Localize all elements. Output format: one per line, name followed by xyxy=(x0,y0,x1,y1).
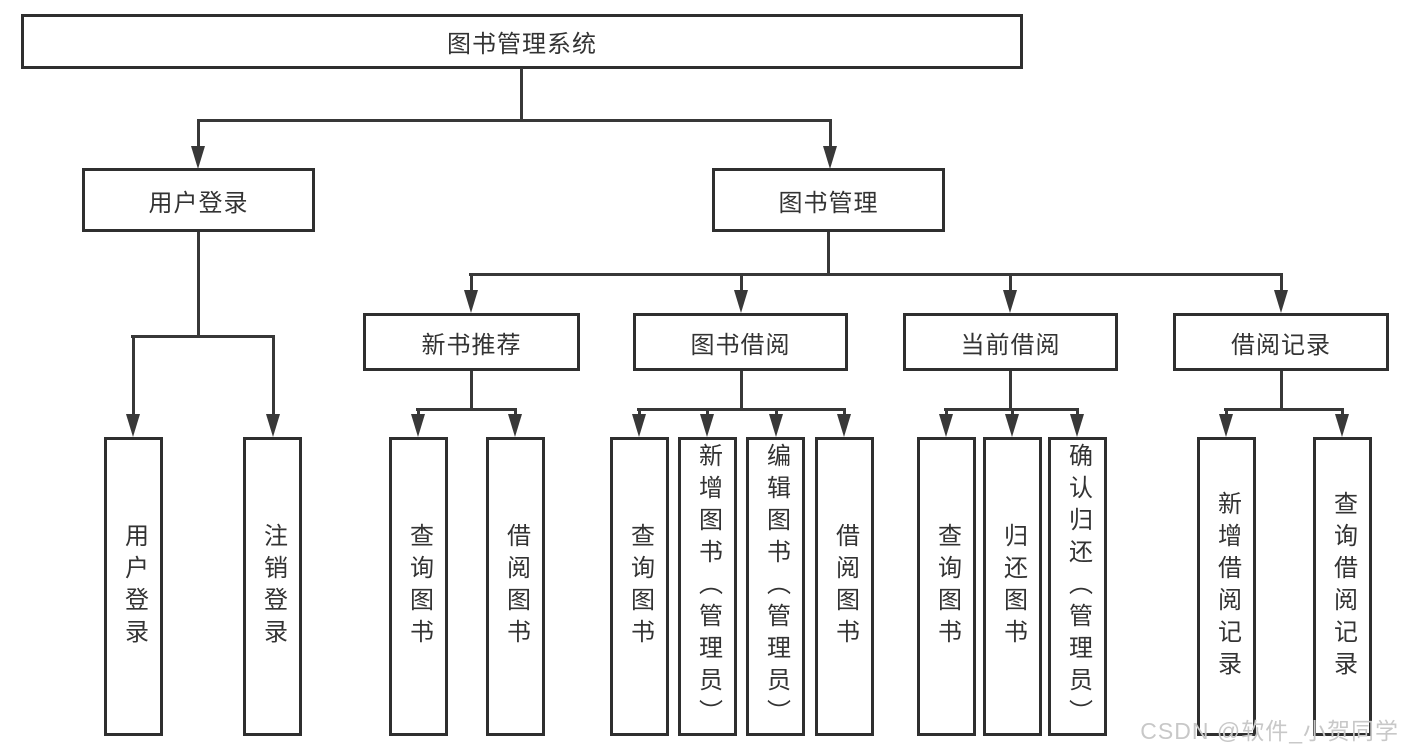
arrow-down xyxy=(769,414,783,437)
connector-line xyxy=(197,119,200,149)
leaf-edit-book-admin: 编辑图书（管理员） xyxy=(746,437,805,736)
node-book-borrowing: 图书借阅 xyxy=(633,313,848,371)
node-borrowing-records: 借阅记录 xyxy=(1173,313,1389,371)
node-book-management: 图书管理 xyxy=(712,168,945,232)
connector-line xyxy=(827,232,830,273)
connector-line xyxy=(469,273,1282,276)
arrow-down xyxy=(1274,290,1288,313)
connector-line xyxy=(1009,371,1012,408)
arrow-down xyxy=(266,414,280,437)
connector-line xyxy=(470,371,473,408)
arrow-down xyxy=(700,414,714,437)
connector-line xyxy=(1280,273,1283,293)
leaf-add-borrow-record: 新增借阅记录 xyxy=(1197,437,1256,736)
arrow-down xyxy=(939,414,953,437)
connector-line xyxy=(945,408,948,417)
connector-line xyxy=(416,408,517,411)
connector-line xyxy=(740,273,743,293)
connector-line xyxy=(514,408,517,417)
leaf-return-books: 归还图书 xyxy=(983,437,1042,736)
node-current-borrowing: 当前借阅 xyxy=(903,313,1118,371)
leaf-user-login: 用户登录 xyxy=(104,437,163,736)
connector-line xyxy=(272,335,275,416)
arrow-down xyxy=(823,146,837,169)
leaf-query-borrow-record: 查询借阅记录 xyxy=(1313,437,1372,736)
connector-line xyxy=(637,408,846,411)
arrow-down xyxy=(734,290,748,313)
connector-line xyxy=(132,335,135,416)
connector-line xyxy=(520,68,523,120)
connector-line xyxy=(829,119,832,149)
connector-line xyxy=(1280,371,1283,408)
leaf-confirm-return-admin: 确认归还（管理员） xyxy=(1048,437,1107,736)
arrow-down xyxy=(1335,414,1349,437)
connector-line xyxy=(1076,408,1079,417)
arrow-down xyxy=(191,146,205,169)
watermark-text: CSDN @软件_小贺同学 xyxy=(1140,718,1399,744)
connector-line xyxy=(843,408,846,417)
connector-line xyxy=(706,408,709,417)
leaf-query-books-recommend: 查询图书 xyxy=(389,437,448,736)
connector-line xyxy=(470,273,473,293)
connector-line xyxy=(1011,408,1014,417)
arrow-down xyxy=(1003,290,1017,313)
leaf-borrow-books-borrowing: 借阅图书 xyxy=(815,437,874,736)
connector-line xyxy=(1341,408,1344,417)
arrow-down xyxy=(126,414,140,437)
connector-line xyxy=(131,335,275,338)
connector-line xyxy=(197,232,200,335)
leaf-query-books-current: 查询图书 xyxy=(917,437,976,736)
arrow-down xyxy=(837,414,851,437)
connector-line xyxy=(1225,408,1228,417)
connector-line xyxy=(1009,273,1012,293)
leaf-borrow-books-recommend: 借阅图书 xyxy=(486,437,545,736)
connector-line xyxy=(775,408,778,417)
leaf-add-book-admin: 新增图书（管理员） xyxy=(678,437,737,736)
node-new-book-recommend: 新书推荐 xyxy=(363,313,580,371)
arrow-down xyxy=(1070,414,1084,437)
connector-line xyxy=(638,408,641,417)
arrow-down xyxy=(1005,414,1019,437)
arrow-down xyxy=(464,290,478,313)
node-library-system: 图书管理系统 xyxy=(21,14,1023,69)
arrow-down xyxy=(1219,414,1233,437)
connector-line xyxy=(197,119,831,122)
leaf-query-books-borrowing: 查询图书 xyxy=(610,437,669,736)
connector-line xyxy=(417,408,420,417)
connector-line xyxy=(1224,408,1344,411)
arrow-down xyxy=(411,414,425,437)
arrow-down xyxy=(508,414,522,437)
node-user-login: 用户登录 xyxy=(82,168,315,232)
leaf-logout-login: 注销登录 xyxy=(243,437,302,736)
arrow-down xyxy=(632,414,646,437)
connector-line xyxy=(740,371,743,408)
